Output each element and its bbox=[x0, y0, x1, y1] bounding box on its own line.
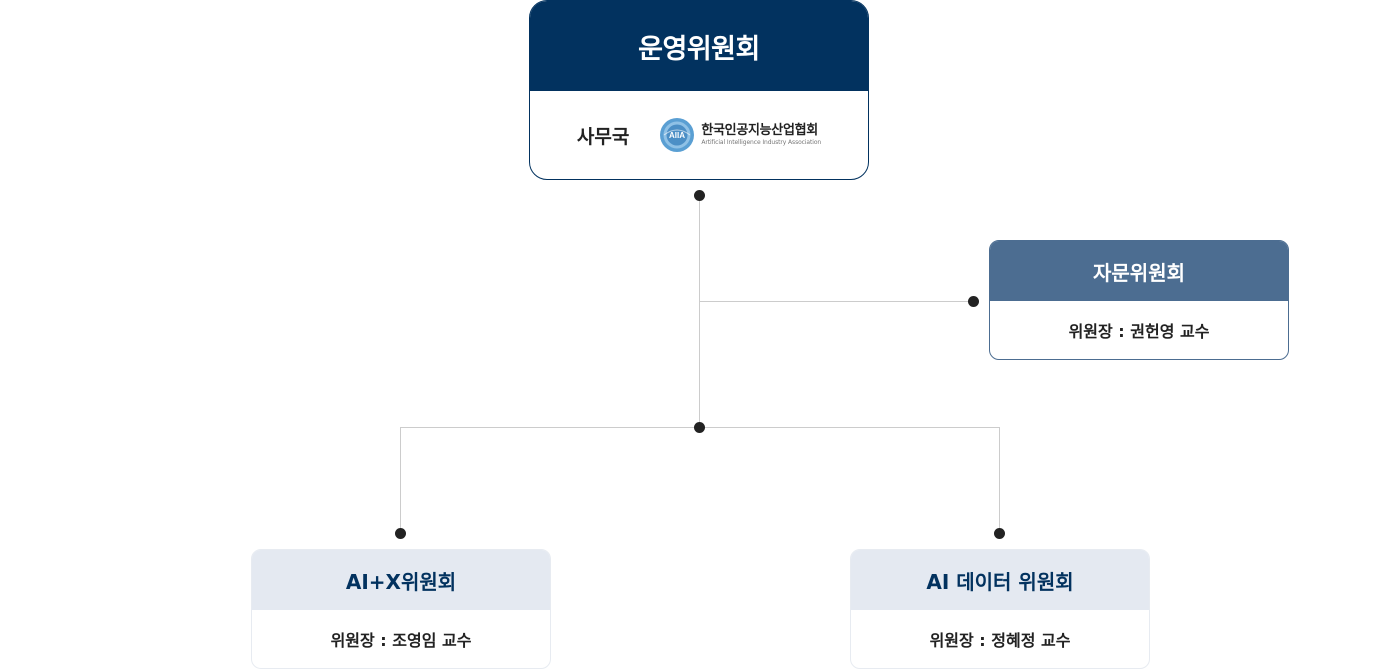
association-name: 한국인공지능산업협회 Artificial Intelligence Indus… bbox=[701, 124, 821, 146]
advisory-committee-box: 자문위원회 위원장 : 권헌영 교수 bbox=[989, 240, 1289, 360]
aiia-emblem-icon: AIIA bbox=[660, 118, 695, 152]
aix-committee-chair: 위원장 : 조영임 교수 bbox=[330, 631, 472, 650]
association-logo: AIIA 한국인공지능산업협회 Artificial Intelligence … bbox=[659, 117, 821, 153]
aix-committee-box: AI+X위원회 위원장 : 조영임 교수 bbox=[251, 549, 551, 669]
secretariat-label: 사무국 bbox=[576, 125, 630, 148]
aix-committee-title: AI+X위원회 bbox=[252, 550, 550, 610]
ai-data-committee-box: AI 데이터 위원회 위원장 : 정혜정 교수 bbox=[850, 549, 1150, 669]
steering-committee-title: 운영위원회 bbox=[530, 1, 868, 91]
node-dot-junction bbox=[694, 422, 705, 433]
secretariat-row: 사무국 AIIA 한국인공지능산업협회 Artificial Intellige… bbox=[530, 91, 868, 179]
node-dot-advisory bbox=[968, 296, 979, 307]
node-dot-aix bbox=[395, 528, 406, 539]
node-dot-data bbox=[994, 528, 1005, 539]
node-dot-steering bbox=[694, 190, 705, 201]
ai-data-committee-chair: 위원장 : 정혜정 교수 bbox=[929, 631, 1071, 650]
advisory-committee-title: 자문위원회 bbox=[990, 241, 1288, 301]
association-name-en: Artificial Intelligence Industry Associa… bbox=[701, 139, 822, 146]
association-name-ko: 한국인공지능산업협회 bbox=[701, 123, 818, 138]
aiia-emblem-text: AIIA bbox=[669, 131, 685, 140]
advisory-committee-chair: 위원장 : 권헌영 교수 bbox=[1068, 322, 1210, 341]
ai-data-committee-title: AI 데이터 위원회 bbox=[851, 550, 1149, 610]
steering-committee-box: 운영위원회 사무국 AIIA 한국인공지능산업협회 Artificial Int… bbox=[529, 0, 869, 180]
